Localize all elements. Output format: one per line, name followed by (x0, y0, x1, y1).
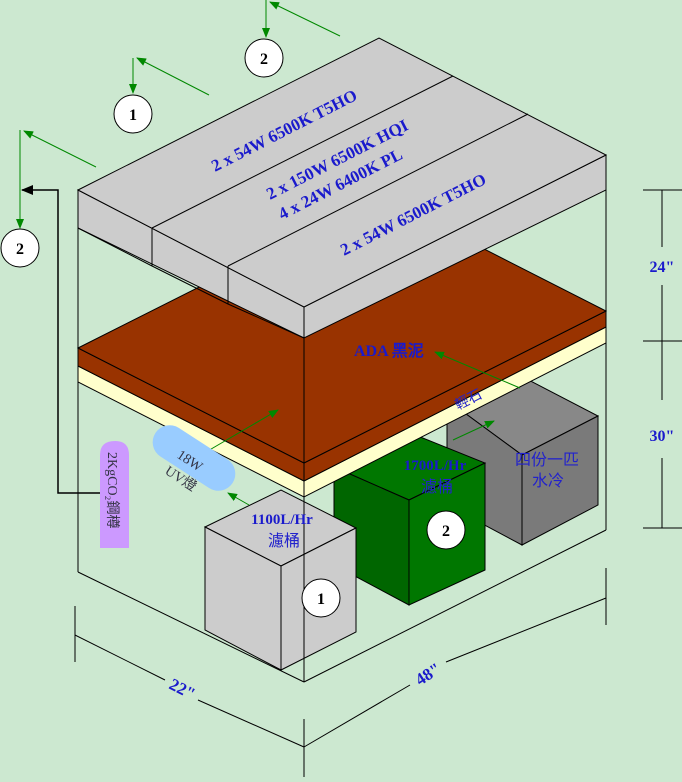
badge-filter-1-text: 1 (317, 591, 325, 608)
filter-2-flow-label: 1700L/Hr (404, 458, 467, 474)
filter-1-type-label: 濾桶 (268, 532, 300, 550)
badge-outlet-2-left: 2 (0, 228, 40, 268)
soil-label: ADA 黑泥 (354, 341, 424, 360)
dimension-length (303, 568, 607, 777)
badge-outlet-2-top: 2 (244, 38, 284, 78)
badge-filter-2-text: 2 (442, 523, 450, 540)
co2-label: 2KgCO₂鋼樽 (104, 452, 121, 528)
badge-outlet-2-top-text: 2 (260, 51, 268, 68)
dimension-depth (74, 606, 305, 748)
badge-outlet-1-text: 1 (129, 107, 137, 124)
filter-1-flow-label: 1100L/Hr (251, 512, 313, 528)
flow-arrows (16, 0, 521, 506)
badge-filter-1: 1 (301, 578, 341, 618)
chiller-power-label: 四份一匹 (515, 451, 579, 469)
tank-frame-front (77, 155, 607, 682)
dimension-height-upper: 24" (650, 259, 675, 276)
chiller-type-label: 水冷 (532, 472, 564, 490)
co2-cylinder[interactable]: 2KgCO₂鋼樽 (100, 441, 129, 548)
dimension-height-lower: 30" (650, 428, 675, 445)
dimension-height (643, 189, 682, 529)
light-fixture (76, 37, 608, 339)
dimension-depth-label: 22" (166, 675, 198, 704)
badge-outlet-1: 1 (113, 94, 153, 134)
badge-filter-2: 2 (426, 510, 466, 550)
tank-frame-back (77, 529, 607, 683)
filter-2-type-label: 濾桶 (421, 478, 453, 496)
badge-outlet-2-left-text: 2 (16, 241, 24, 258)
dimension-length-label: 48" (412, 659, 445, 689)
co2-line (21, 185, 100, 494)
